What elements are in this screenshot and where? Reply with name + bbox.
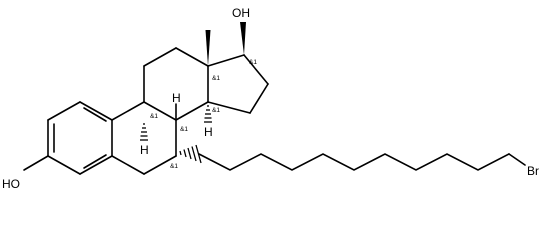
ring-d bbox=[207, 54, 269, 114]
stereo-label-c7: &1 bbox=[170, 163, 178, 170]
stereo-label-c14: &1 bbox=[212, 107, 220, 114]
decyl-chain bbox=[198, 153, 510, 171]
bond-c3-o bbox=[23, 155, 49, 171]
hydroxyl-left-label: HO bbox=[2, 177, 20, 191]
chemical-structure: HO OH H H bbox=[2, 6, 539, 191]
stereo-label-c9: &1 bbox=[150, 113, 158, 120]
ring-c bbox=[143, 47, 209, 121]
h-c14-label: H bbox=[204, 125, 213, 139]
bond-c-br bbox=[508, 153, 526, 166]
h-c8-label: H bbox=[172, 91, 181, 105]
c7-chain-hash bbox=[179, 144, 202, 164]
ring-b bbox=[111, 101, 177, 175]
h-c9-hash bbox=[140, 123, 148, 141]
bromine-label: Br bbox=[527, 164, 539, 178]
h-c14-hash bbox=[204, 105, 212, 123]
stereo-label-c13: &1 bbox=[212, 75, 220, 82]
methyl-wedge bbox=[205, 30, 211, 66]
stereo-label-c8: &1 bbox=[180, 126, 188, 133]
hydroxyl-top-label: OH bbox=[232, 6, 250, 20]
ring-a bbox=[47, 101, 113, 175]
stereo-label-c17: &1 bbox=[249, 59, 257, 66]
h-c9-label: H bbox=[140, 143, 149, 157]
c17-oh-wedge bbox=[240, 22, 246, 55]
